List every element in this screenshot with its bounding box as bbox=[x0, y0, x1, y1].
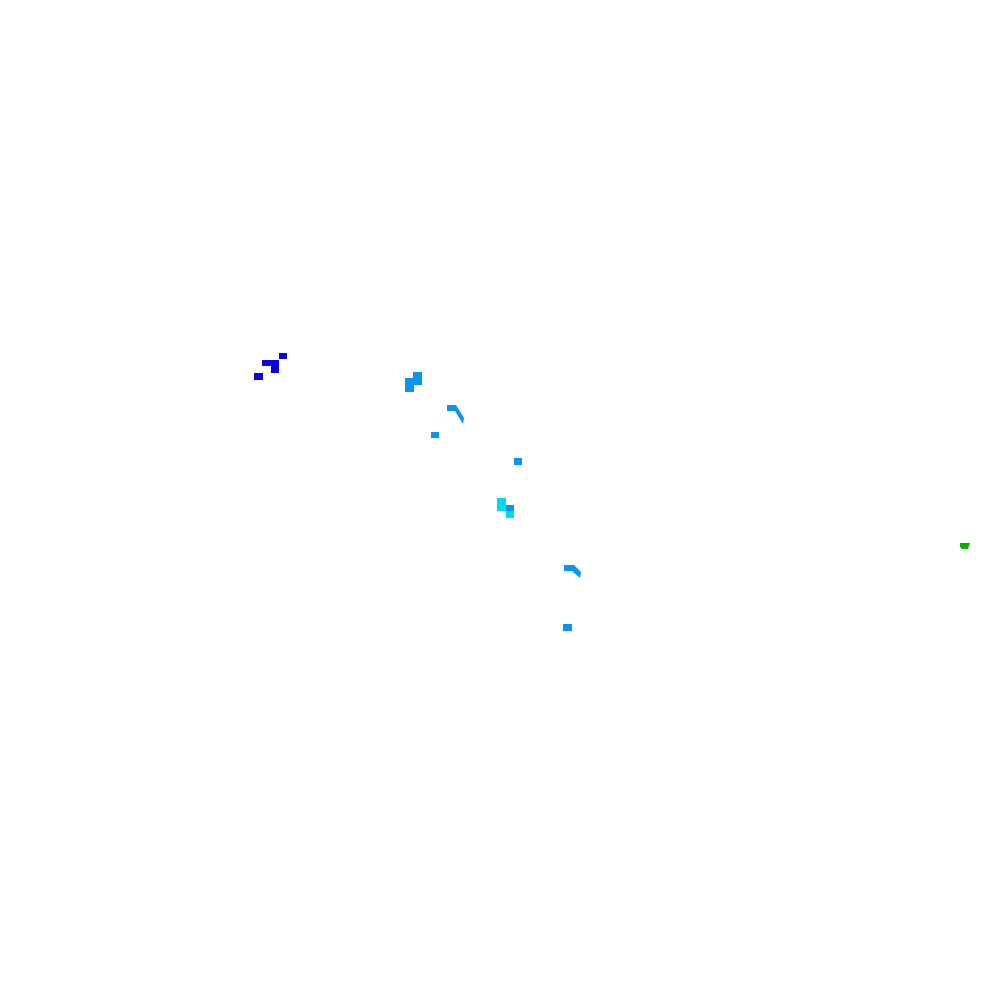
cluster-northwest bbox=[254, 353, 287, 380]
cluster-northwest-cell bbox=[262, 360, 279, 366]
arc-upper-shape bbox=[447, 405, 464, 424]
cluster-north-central-cell bbox=[413, 372, 422, 385]
cluster-northwest-cell bbox=[254, 373, 263, 380]
cluster-north-central bbox=[405, 372, 422, 392]
dot-east bbox=[960, 543, 970, 549]
cluster-central-cyan-cell bbox=[506, 510, 514, 518]
dot-small-b-shape bbox=[514, 458, 522, 465]
cluster-north-central-cell bbox=[405, 378, 414, 392]
cluster-central bbox=[497, 498, 514, 518]
arc-lower-shape bbox=[564, 565, 581, 578]
cluster-northwest-cell bbox=[279, 353, 287, 359]
dot-small-b bbox=[514, 458, 522, 465]
dot-small-a bbox=[431, 432, 439, 438]
dot-small-a-shape bbox=[431, 432, 439, 438]
cluster-central-blue-cell bbox=[506, 505, 514, 511]
arc-upper bbox=[447, 405, 464, 424]
dot-east-shape bbox=[960, 543, 970, 549]
cluster-central-cyan-cell bbox=[497, 498, 506, 511]
arc-lower bbox=[564, 565, 581, 578]
cluster-northwest-cell bbox=[271, 360, 279, 373]
dot-small-c-shape bbox=[563, 624, 572, 631]
dot-small-c bbox=[563, 624, 572, 631]
